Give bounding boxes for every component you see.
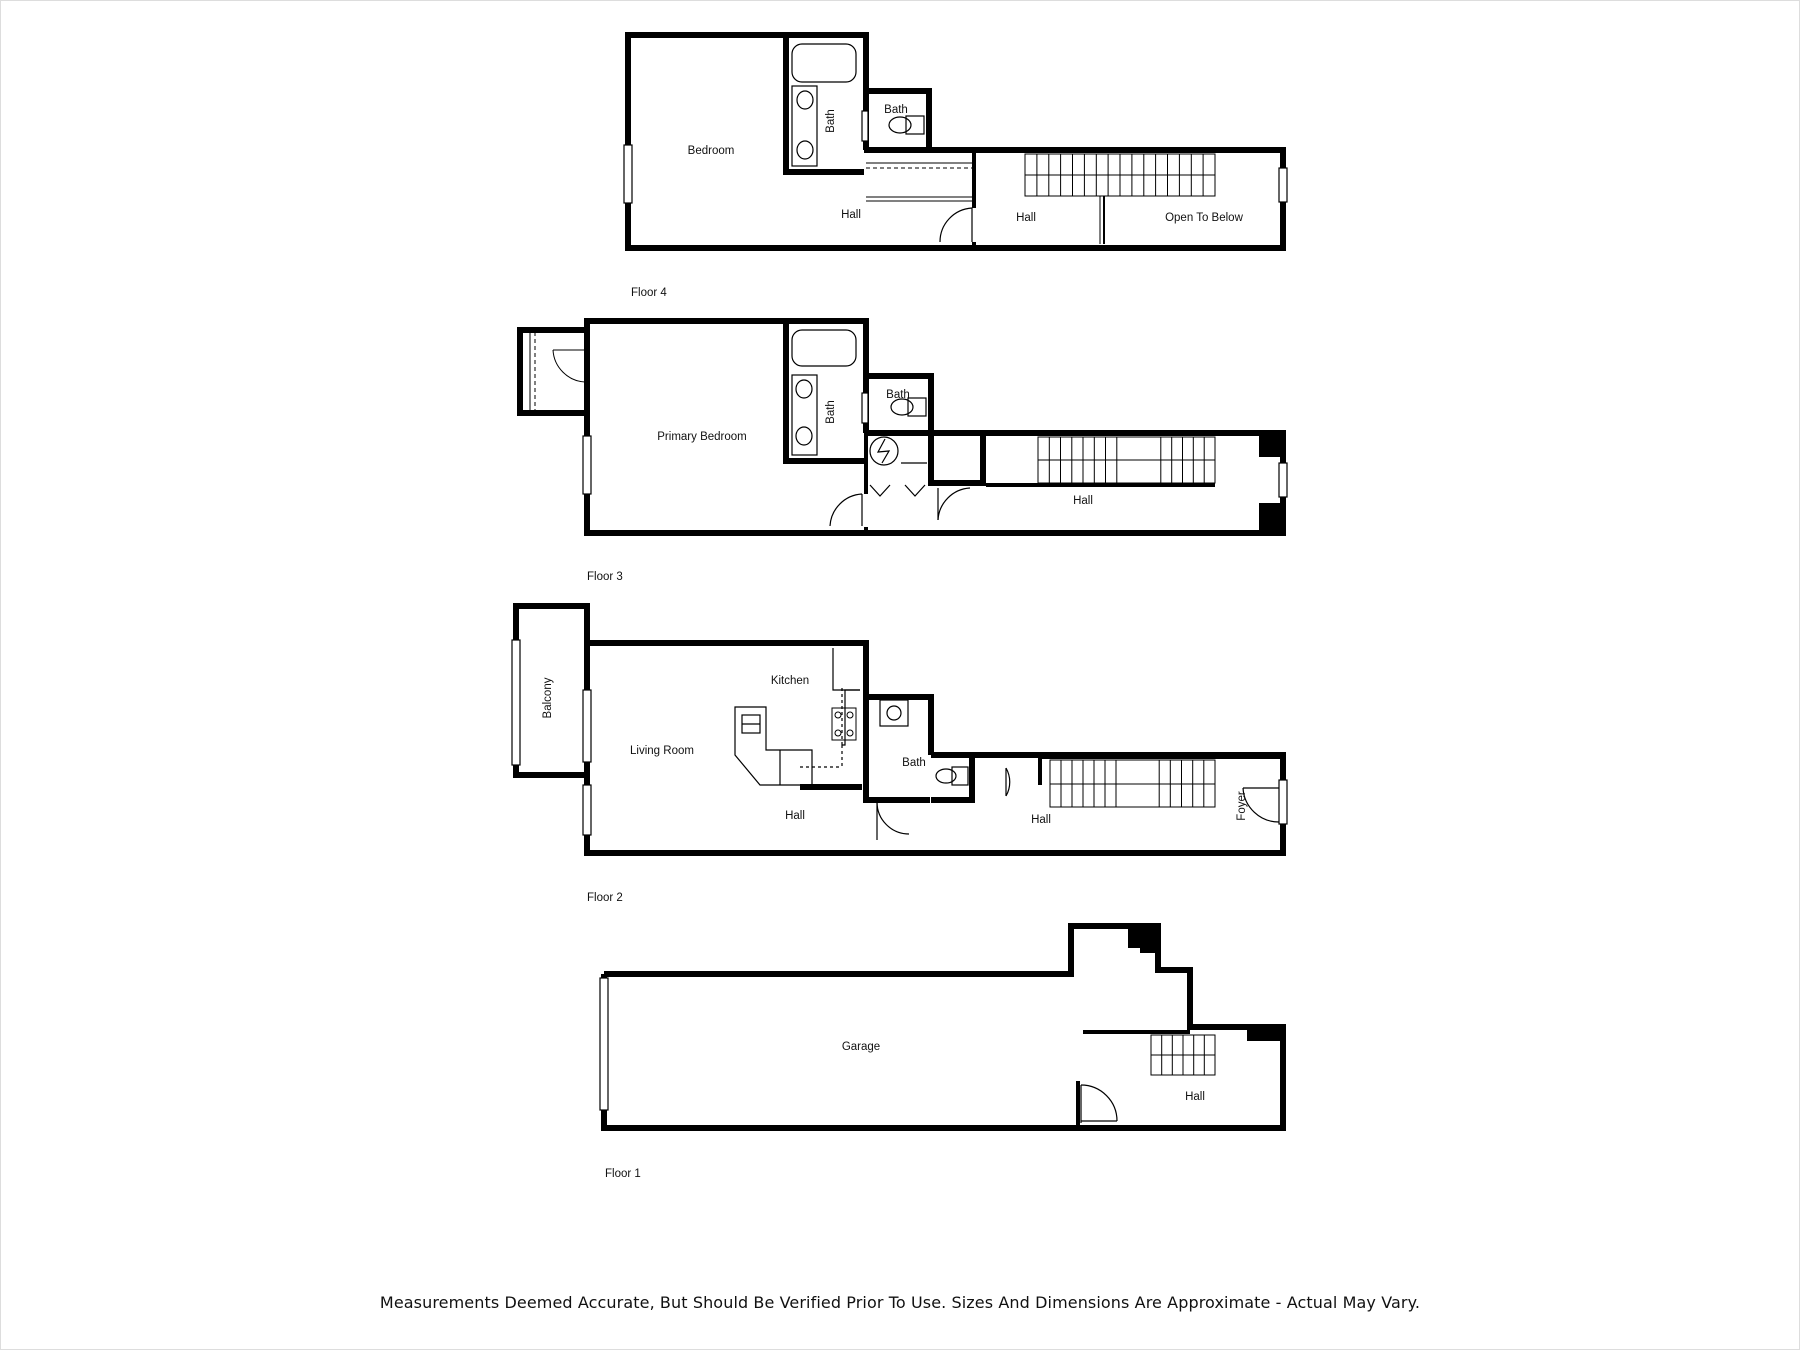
door-swing-icon — [1080, 1084, 1118, 1123]
room-label-hall: Hall — [785, 810, 805, 822]
floor-2-plan: Balcony Kitchen Living Room Bath Hall Ha… — [511, 603, 1288, 904]
room-label-primary-bedroom: Primary Bedroom — [657, 431, 746, 443]
room-label-living-room: Living Room — [630, 745, 694, 757]
stairs-icon — [1037, 436, 1216, 484]
room-label-bath: Bath — [825, 400, 837, 424]
toilet-icon — [890, 398, 914, 416]
water-heater-icon — [869, 436, 927, 466]
room-label-hall: Hall — [1185, 1091, 1205, 1103]
floor-title: Floor 2 — [587, 892, 623, 904]
door-swing-icon — [829, 487, 971, 527]
room-label-bath-small: Bath — [886, 389, 910, 401]
toilet-icon — [888, 116, 912, 134]
double-vanity-icon — [791, 85, 818, 167]
room-label-hall: Hall — [841, 209, 861, 221]
door-swing-icon — [552, 349, 586, 383]
room-label-bedroom: Bedroom — [688, 145, 735, 157]
floor-title: Floor 3 — [587, 571, 623, 583]
stairs-icon — [1049, 759, 1216, 808]
room-label-hall: Hall — [1073, 495, 1093, 507]
toilet-tank-icon — [905, 115, 925, 135]
floor-3-plan: Primary Bedroom Bath Bath Hall Floor 3 — [517, 318, 1288, 583]
double-vanity-icon — [791, 374, 818, 456]
room-label-bath: Bath — [902, 757, 926, 769]
room-label-kitchen: Kitchen — [771, 675, 809, 687]
bathtub-icon — [791, 329, 857, 367]
room-label-balcony: Balcony — [542, 677, 554, 718]
toilet-icon — [935, 768, 957, 784]
room-label-hall: Hall — [1016, 212, 1036, 224]
room-label-bath-small: Bath — [884, 104, 908, 116]
floor-title: Floor 4 — [631, 287, 667, 299]
door-swing-icon — [876, 767, 1280, 840]
stairs-icon — [1150, 1034, 1216, 1076]
disclaimer-text: Measurements Deemed Accurate, But Should… — [379, 1293, 1421, 1312]
bathtub-icon — [791, 43, 857, 83]
floor-4-plan: Bedroom Bath Bath Hall Hall Open To Belo… — [623, 32, 1288, 299]
floor-1-plan: Garage Hall Floor 1 — [599, 923, 1286, 1180]
floor-title: Floor 1 — [605, 1168, 641, 1180]
room-label-foyer: Foyer — [1236, 791, 1248, 821]
room-label-hall: Hall — [1031, 814, 1051, 826]
room-label-garage: Garage — [842, 1041, 880, 1053]
stove-icon — [831, 707, 857, 741]
door-swing-icon — [939, 207, 973, 243]
kitchen-counter-icon — [734, 648, 860, 786]
room-label-open-to-below: Open To Below — [1165, 212, 1243, 224]
sink-icon — [879, 699, 909, 727]
stairs-icon — [1024, 153, 1216, 244]
room-label-bath: Bath — [825, 109, 837, 133]
